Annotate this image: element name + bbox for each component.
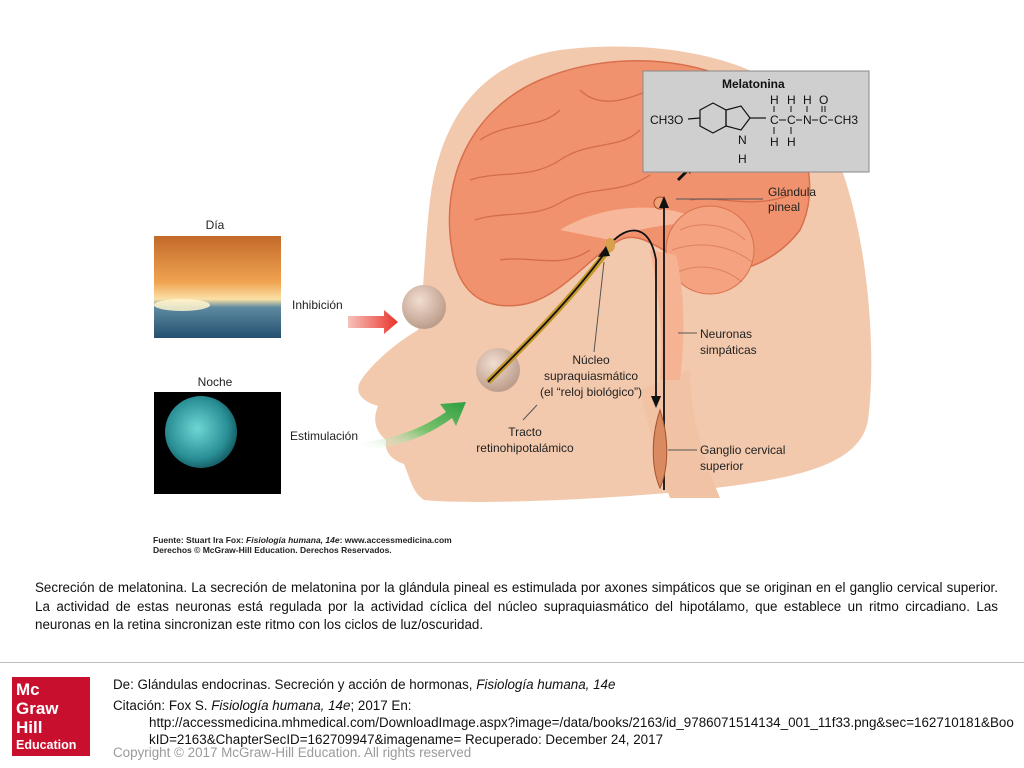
svg-text:O: O: [819, 93, 828, 107]
svg-text:CH3O: CH3O: [650, 113, 683, 127]
brainstem: [650, 250, 684, 380]
scn-label-1: Núcleo: [572, 353, 610, 367]
svg-text:N: N: [803, 113, 812, 127]
svg-text:H: H: [738, 152, 747, 166]
sympathetic-label-1: Neuronas: [700, 327, 752, 341]
citation-line: Citación: Fox S. Fisiología humana, 14e;…: [113, 698, 412, 713]
pyrrole-ring: [725, 105, 751, 131]
cerebellum: [665, 205, 755, 295]
melatonin-structure-box: Melatonina CH3O N H H H H O C C N C CH3 …: [642, 70, 870, 173]
svg-text:H: H: [770, 93, 779, 107]
sympathetic-label-2: simpáticas: [700, 343, 757, 357]
svg-text:C: C: [819, 113, 828, 127]
figure-caption: Secreción de melatonina. La secreción de…: [35, 580, 998, 632]
svg-text:C: C: [787, 113, 796, 127]
svg-text:H: H: [770, 135, 779, 149]
night-label: Noche: [198, 375, 233, 389]
day-label: Día: [206, 218, 225, 232]
stimulation-label: Estimulación: [290, 429, 358, 443]
sun-glow: [154, 299, 210, 311]
citation-url[interactable]: http://accessmedicina.mhmedical.com/Down…: [149, 715, 1014, 747]
scn-label-3: (el “reloj biológico”): [540, 385, 642, 399]
from-line: De: Glándulas endocrinas. Secreción y ac…: [113, 677, 616, 692]
sympathetic-pathway: [613, 229, 657, 400]
cervical-ganglion: [652, 408, 668, 490]
corpus-callosum: [560, 207, 700, 240]
footer-divider: [0, 662, 1024, 663]
svg-text:C: C: [770, 113, 779, 127]
tract-label-1: Tracto: [508, 425, 542, 439]
scn-label-2: supraquiasmático: [544, 369, 638, 383]
pineal-label-2: pineal: [768, 200, 800, 214]
svg-text:N: N: [738, 133, 747, 147]
mcgraw-hill-logo: Mc Graw Hill Education: [12, 677, 90, 756]
pineal-label-1: Glándula: [768, 185, 816, 199]
svg-text:H: H: [803, 93, 812, 107]
copyright: Copyright © 2017 McGraw-Hill Education. …: [113, 745, 472, 760]
inhibition-arrow: [348, 310, 398, 334]
ganglion-label-1: Ganglio cervical: [700, 443, 785, 457]
inhibition-label: Inhibición: [292, 298, 343, 312]
day-sunset-image: [154, 236, 281, 338]
svg-text:H: H: [787, 93, 796, 107]
melatonin-diagram: Día Noche: [154, 46, 872, 502]
scn: [605, 238, 615, 252]
tract-label-2: retinohipotalámico: [476, 441, 574, 455]
stimulation-arrow: [362, 402, 466, 450]
svg-text:CH3: CH3: [834, 113, 858, 127]
eye-upper: [402, 285, 446, 329]
melatonin-title: Melatonina: [722, 77, 785, 91]
svg-text:H: H: [787, 135, 796, 149]
ganglion-label-2: superior: [700, 459, 743, 473]
figure-source: Fuente: Stuart Ira Fox: Fisiología human…: [153, 535, 452, 555]
moon-icon: [165, 396, 237, 468]
